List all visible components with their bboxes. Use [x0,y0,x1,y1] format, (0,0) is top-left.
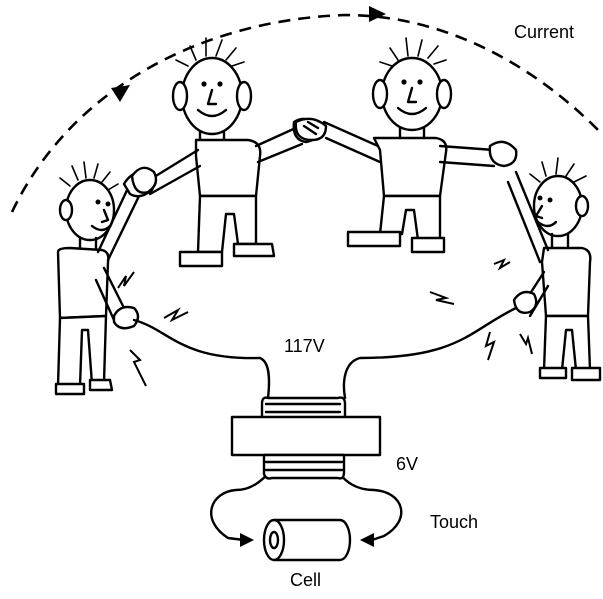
arrowhead-top-icon [369,6,386,22]
transformer [232,398,380,479]
voltage-117v-label: 117V [284,336,325,356]
handshake-center [296,119,326,140]
person-right-center [324,38,516,252]
arrowhead-left-icon [111,85,130,102]
cell-battery-icon [264,520,350,560]
cell-label: Cell [290,570,321,590]
touch-label: Touch [430,512,478,532]
arrowhead-touch-right-icon [360,533,374,547]
arrowhead-touch-left-icon [240,533,254,547]
person-far-right [508,158,600,380]
transformer-core [232,417,380,455]
person-left-center [132,38,318,266]
voltage-6v-label: 6V [396,454,418,474]
spark-marks [118,260,532,386]
current-label: Current [514,22,574,42]
